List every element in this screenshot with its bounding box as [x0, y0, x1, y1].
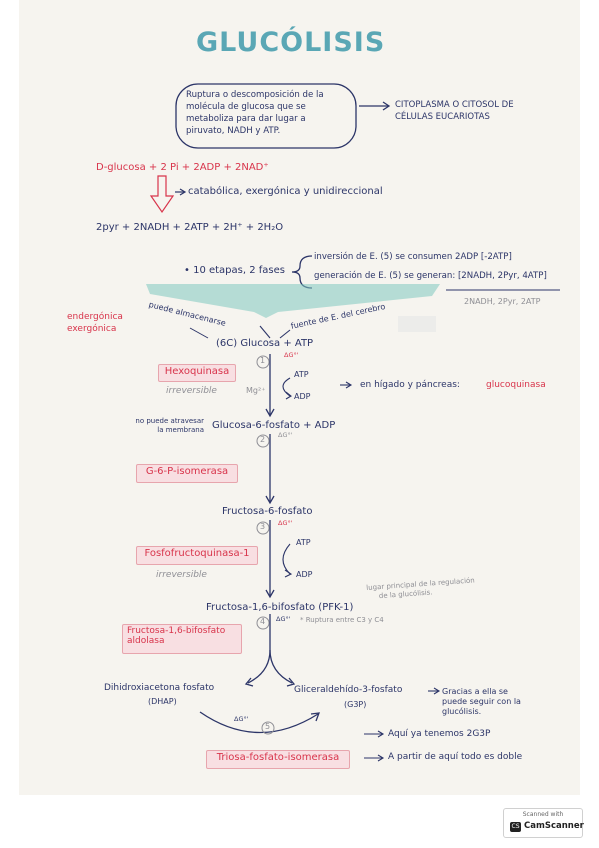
enzyme-hexoquinasa: Hexoquinasa [158, 364, 236, 382]
redacted-block [398, 316, 436, 332]
step-circle-3 [256, 521, 270, 535]
split-right [269, 649, 293, 684]
reaction-properties: catabólica, exergónica y unidireccional [188, 186, 383, 197]
aldolasa-line: aldolasa [127, 636, 165, 647]
step-circle-2 [256, 434, 270, 448]
phase-net: 2NADH, 2Pyr, 2ATP [464, 297, 541, 306]
phase-generation: generación de E. (5) se generan: [2NADH,… [314, 271, 547, 281]
aldolasa-line: Fructosa-1,6-bifosfato [127, 626, 226, 636]
adp-out-3: ADP [296, 570, 313, 579]
atp-curve-1 [282, 377, 291, 397]
dhap-abbr: (DHAP) [148, 697, 177, 706]
step-number-1: 1 [260, 356, 266, 365]
camscanner-name: CamScanner [524, 821, 584, 831]
camscanner-logo-icon: CS [510, 822, 521, 832]
enzyme-g6p-isomerasa: G-6-P-isomerasa [136, 464, 238, 483]
step-circle-5 [261, 721, 275, 735]
step-number-4: 4 [260, 617, 266, 626]
delta-g-4: ΔG°' [276, 615, 291, 623]
step-number-3: 3 [260, 522, 266, 531]
isomerase-arrow [199, 711, 319, 734]
enzyme-aldolasa: Fructosa-1,6-bifosfato aldolasa [122, 624, 242, 654]
definition-line: molécula de glucosa que se [186, 102, 306, 112]
products: 2pyr + 2NADH + 2ATP + 2H⁺ + 2H₂O [96, 222, 284, 233]
g3p-note-line: Gracias a ella se [442, 687, 508, 696]
camscanner-badge: Scanned with CS CamScanner [503, 808, 584, 838]
definition-line: metaboliza para dar lugar a [186, 114, 306, 124]
cofactor: Mg²⁺ [246, 386, 266, 395]
membrane-note: no puede atravesar la membrana [102, 417, 204, 435]
page-title: GLUCÓLISIS [196, 27, 386, 58]
step-number-2: 2 [260, 435, 266, 444]
glucose-label: (6C) Glucosa + ATP [216, 338, 314, 349]
arrow-brain [279, 329, 291, 339]
teal-funnel [146, 284, 440, 318]
split-left [247, 614, 271, 684]
g3p-note: Gracias a ella se puede seguir con la gl… [442, 687, 521, 717]
definition-line: piruvato, NADH y ATP. [186, 126, 281, 136]
double-note: A partir de aquí todo es doble [388, 752, 523, 762]
location-line: CÉLULAS EUCARIOTAS [395, 112, 490, 122]
delta-g-1: ΔG°' [284, 351, 299, 359]
adp-out-1: ADP [294, 392, 311, 401]
glucose-6-phosphate: Glucosa-6-fosfato + ADP [212, 420, 336, 431]
fructose-6-phosphate: Fructosa-6-fosfato [222, 506, 313, 517]
two-g3p-note: Aquí ya tenemos 2G3P [388, 729, 491, 739]
g3p-abbr: (G3P) [344, 700, 367, 709]
arrow-ergonic [189, 327, 209, 339]
step-number-5: 5 [265, 722, 271, 731]
phase-inversion: inversión de E. (5) se consumen 2ADP [-2… [314, 252, 512, 262]
exergonic-label: exergónica [67, 324, 117, 334]
location-text: CITOPLASMA O CITOSOL DE CÉLULAS EUCARIOT… [395, 99, 514, 123]
delta-g-2: ΔG°' [278, 431, 293, 439]
step-circle-1 [256, 355, 270, 369]
phases-summary: • 10 etapas, 2 fases [184, 265, 285, 276]
step-circle-4 [256, 616, 270, 630]
liver-note: en hígado y páncreas: [360, 380, 460, 390]
endergonic-label: endergónica [67, 312, 123, 322]
definition-bubble [175, 83, 357, 149]
membrane-line: la membrana [157, 426, 204, 434]
definition-line: Ruptura o descomposición de la [186, 90, 324, 100]
enzyme-triosa-isomerasa: Triosa-fosfato-isomerasa [206, 750, 350, 769]
phases-brace [291, 255, 313, 289]
notebook-page [19, 0, 580, 795]
fructose-16-bisphosphate: Fructosa-1,6-bifosfato (PFK-1) [206, 602, 354, 613]
reactants: D-glucosa + 2 Pi + 2ADP + 2NAD⁺ [96, 162, 269, 173]
arrow-store [259, 325, 271, 339]
location-line: CITOPLASMA O CITOSOL DE [395, 100, 514, 110]
irreversible-note-3: irreversible [156, 570, 207, 580]
definition-text: Ruptura o descomposición de la molécula … [186, 89, 324, 137]
delta-g-3: ΔG°' [278, 519, 293, 527]
g3p: Gliceraldehído-3-fosfato [294, 685, 403, 695]
g3p-note-line: glucólisis. [442, 707, 482, 716]
glucoquinasa: glucoquinasa [486, 380, 546, 390]
dhap: Dihidroxiacetona fosfato [104, 683, 215, 693]
delta-g-5: ΔG°' [234, 715, 249, 723]
atp-in-1: ATP [294, 370, 309, 379]
reaction-arrow [149, 175, 175, 214]
atp-curve-3 [282, 543, 291, 575]
rupture-note: * Ruptura entre C3 y C4 [300, 616, 384, 624]
enzyme-pfk1: Fosfofructoquinasa-1 [136, 546, 258, 565]
atp-in-3: ATP [296, 538, 311, 547]
scanned-with-label: Scanned with [522, 811, 564, 818]
irreversible-note-1: irreversible [166, 386, 217, 396]
g3p-note-line: puede seguir con la [442, 697, 521, 706]
membrane-line: no puede atravesar [135, 417, 204, 425]
